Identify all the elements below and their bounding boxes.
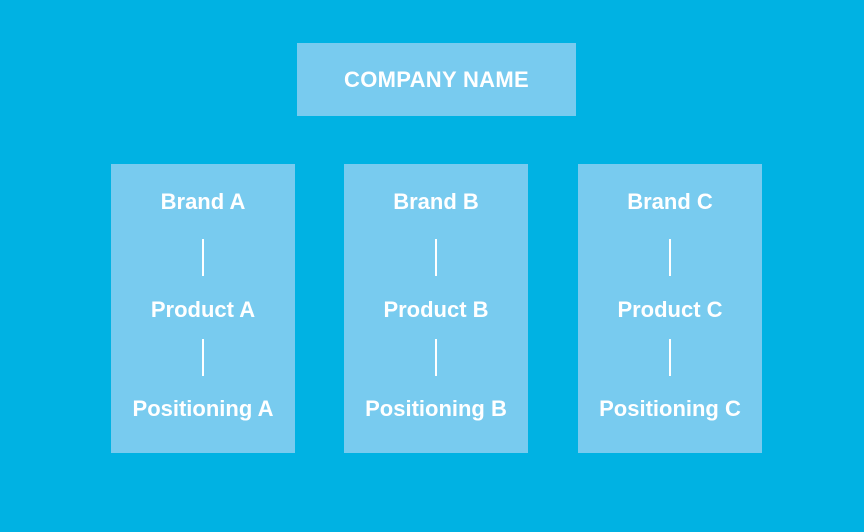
brand-column-c: Brand C Product C Positioning C	[578, 164, 762, 453]
product-positioning-connector	[669, 339, 671, 376]
positioning-node: Positioning C	[599, 396, 741, 421]
brand-node: Brand B	[393, 189, 479, 214]
product-node: Product B	[383, 297, 489, 322]
positioning-node: Positioning B	[365, 396, 507, 421]
positioning-node: Positioning A	[132, 396, 274, 421]
product-positioning-connector	[202, 339, 204, 376]
brand-node: Brand A	[160, 189, 246, 214]
brand-product-connector	[435, 239, 437, 276]
brand-product-connector	[202, 239, 204, 276]
brand-product-connector	[669, 239, 671, 276]
brand-node: Brand C	[627, 189, 713, 214]
company-label: COMPANY NAME	[344, 66, 529, 92]
product-node: Product C	[617, 297, 723, 322]
product-node: Product A	[150, 297, 256, 322]
company-node: COMPANY NAME	[297, 43, 576, 116]
brand-column-a: Brand A Product A Positioning A	[111, 164, 295, 453]
product-positioning-connector	[435, 339, 437, 376]
brand-column-b: Brand B Product B Positioning B	[344, 164, 528, 453]
